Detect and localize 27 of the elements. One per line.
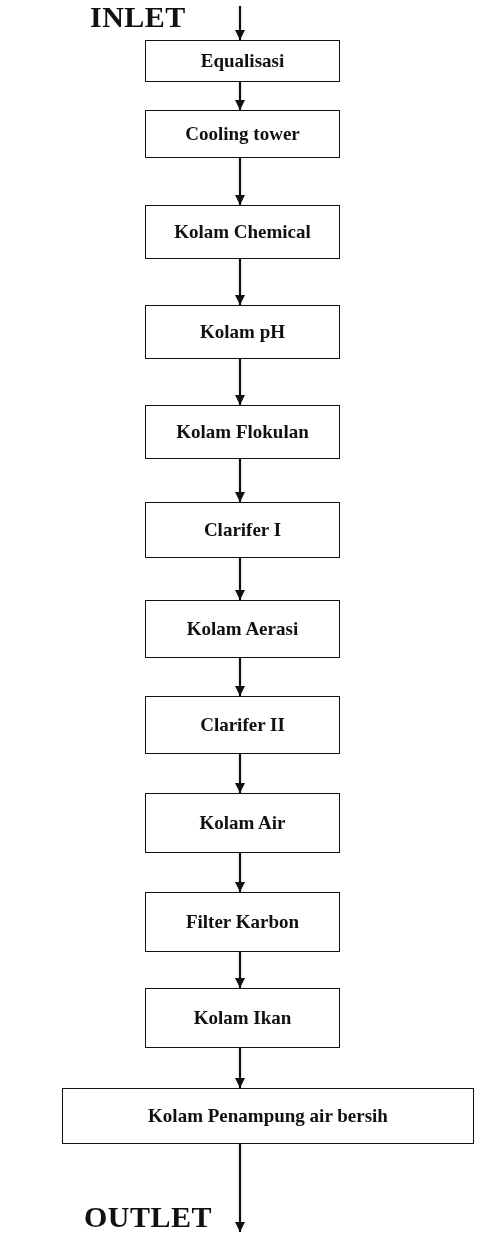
process-box: Kolam Air: [145, 793, 340, 853]
process-box: Clarifer I: [145, 502, 340, 558]
arrow: [235, 558, 245, 600]
process-box: Kolam pH: [145, 305, 340, 359]
process-box: Cooling tower: [145, 110, 340, 158]
arrow: [235, 459, 245, 502]
arrow: [235, 158, 245, 205]
process-box: Kolam Flokulan: [145, 405, 340, 459]
flow-label: OUTLET: [84, 1200, 213, 1234]
process-box: Equalisasi: [145, 40, 340, 82]
process-box: Kolam Penampung air bersih: [62, 1088, 474, 1144]
arrow: [235, 754, 245, 793]
arrow: [235, 6, 245, 40]
process-box: Kolam Chemical: [145, 205, 340, 259]
process-box: Filter Karbon: [145, 892, 340, 952]
arrow: [235, 259, 245, 305]
process-box: Kolam Aerasi: [145, 600, 340, 658]
arrow: [235, 1048, 245, 1088]
process-box: Kolam Ikan: [145, 988, 340, 1048]
arrow: [235, 1144, 245, 1232]
flow-label: INLET: [90, 0, 186, 34]
arrow: [235, 853, 245, 892]
arrow: [235, 359, 245, 405]
arrow: [235, 658, 245, 696]
arrow: [235, 952, 245, 988]
process-box: Clarifer II: [145, 696, 340, 754]
arrow: [235, 82, 245, 110]
